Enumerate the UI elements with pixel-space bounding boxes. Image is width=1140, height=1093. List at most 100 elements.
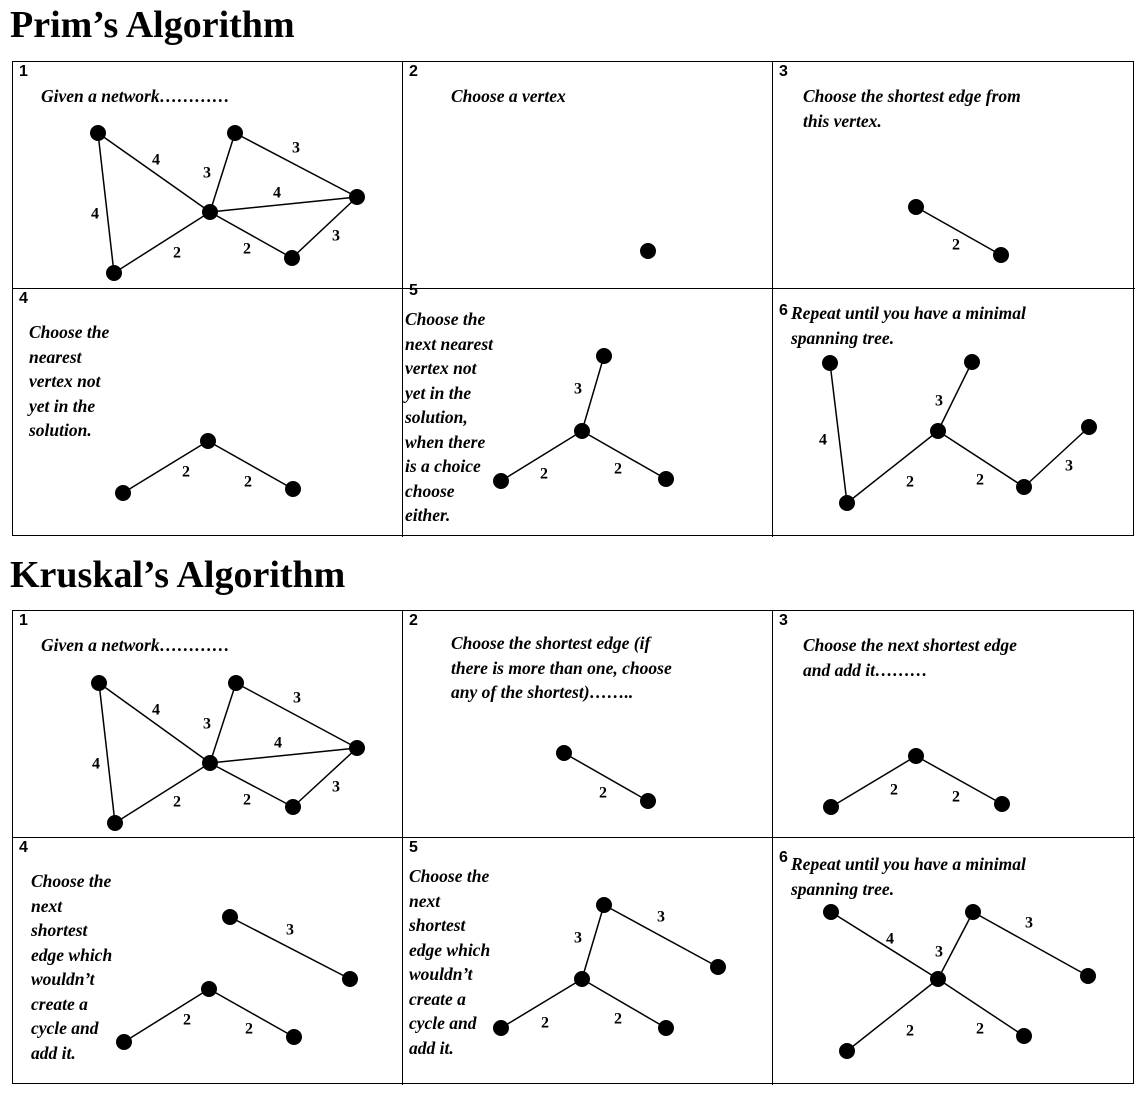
vertex-c xyxy=(556,745,572,761)
step-caption: Given a network………… xyxy=(41,84,230,109)
vertex-f xyxy=(1016,479,1032,495)
caption-line: solution. xyxy=(29,420,92,440)
edge-weight-label: 2 xyxy=(541,1015,549,1032)
edge-weight-label: 4 xyxy=(92,756,100,773)
step-number: 3 xyxy=(779,612,788,629)
vertex-e xyxy=(493,473,509,489)
step-caption: Choose the shortest edge (if there is mor… xyxy=(451,631,672,705)
caption-line: Choose the shortest edge from xyxy=(803,86,1021,106)
edge-a-c xyxy=(97,132,211,213)
edge-weight-label: 2 xyxy=(976,1021,984,1038)
vertex-c xyxy=(908,199,924,215)
edge-c-e xyxy=(500,430,583,482)
vertex-c xyxy=(930,423,946,439)
edge-c-f xyxy=(937,978,1025,1037)
edge-weight-label: 2 xyxy=(173,794,181,811)
edge-weight-label: 4 xyxy=(274,735,282,752)
edge-weight-label: 2 xyxy=(243,792,251,809)
edge-weight-label: 2 xyxy=(599,785,607,802)
vertex-f xyxy=(640,793,656,809)
caption-line: shortest xyxy=(409,915,466,935)
step-number: 6 xyxy=(779,302,788,319)
caption-line: next nearest xyxy=(405,333,493,354)
caption-line: is a choice xyxy=(405,456,481,476)
edge-b-d xyxy=(603,904,719,968)
vertex-e xyxy=(839,1043,855,1059)
vertex-e xyxy=(839,495,855,511)
vertex-c xyxy=(574,423,590,439)
edge-weight-label: 2 xyxy=(906,474,914,491)
vertex-d xyxy=(1081,419,1097,435)
caption-line: Choose the xyxy=(31,871,112,891)
vertex-e xyxy=(115,485,131,501)
edge-c-f xyxy=(581,978,667,1029)
caption-line: nearest xyxy=(29,346,82,367)
step-number: 4 xyxy=(19,839,28,856)
caption-line: yet in the xyxy=(29,395,96,416)
edge-c-f xyxy=(581,430,667,480)
edge-c-f xyxy=(207,440,294,490)
caption-line: next xyxy=(409,890,441,911)
caption-line: Choose the xyxy=(409,866,490,886)
edge-weight-label: 2 xyxy=(182,464,190,481)
caption-line: any of the shortest)…….. xyxy=(451,682,634,702)
edge-b-c xyxy=(937,911,974,980)
vertex-d xyxy=(710,959,726,975)
edge-weight-label: 2 xyxy=(952,237,960,254)
edge-a-c xyxy=(98,682,211,764)
edge-c-d xyxy=(209,196,358,213)
vertex-a xyxy=(91,675,107,691)
edge-c-f xyxy=(209,211,293,259)
edge-b-d xyxy=(972,911,1089,977)
kruskal-title: Kruskal’s Algorithm xyxy=(10,554,346,596)
vertex-b xyxy=(965,904,981,920)
caption-line: Given a network………… xyxy=(41,86,230,106)
caption-line: edge which xyxy=(31,944,113,965)
edge-weight-label: 2 xyxy=(890,782,898,799)
caption-line: there is more than one, choose xyxy=(451,657,672,678)
vertex-a xyxy=(822,355,838,371)
edge-c-e xyxy=(846,430,939,504)
caption-line: Choose the shortest edge (if xyxy=(451,633,651,653)
caption-line: Choose a vertex xyxy=(451,86,566,106)
step-number: 6 xyxy=(779,849,788,866)
edge-weight-label: 3 xyxy=(332,779,340,796)
edge-weight-label: 2 xyxy=(244,474,252,491)
edge-f-d xyxy=(1023,426,1090,488)
caption-line: wouldn’t xyxy=(31,969,95,989)
caption-line: Repeat until you have a minimal xyxy=(791,854,1026,874)
edge-weight-label: 4 xyxy=(91,206,99,223)
caption-line: next xyxy=(31,895,63,916)
network-graph: 322 xyxy=(116,909,358,1050)
edge-weight-label: 4 xyxy=(273,185,281,202)
vertex-c xyxy=(202,204,218,220)
vertex-f xyxy=(285,799,301,815)
caption-line: create a xyxy=(31,993,88,1014)
edge-weight-label: 2 xyxy=(243,241,251,258)
caption-line: either. xyxy=(405,505,451,525)
network-graph: 2 xyxy=(908,199,1009,263)
vertex-f xyxy=(286,1029,302,1045)
vertex-c xyxy=(200,433,216,449)
caption-line: choose xyxy=(405,480,455,501)
vertex-e xyxy=(493,1020,509,1036)
edge-c-e xyxy=(122,440,209,494)
step-number: 5 xyxy=(409,282,418,299)
edge-b-c xyxy=(581,355,605,432)
edge-weight-label: 3 xyxy=(293,690,301,707)
edge-weight-label: 3 xyxy=(574,930,582,947)
edge-a-e xyxy=(829,362,848,504)
edge-weight-label: 2 xyxy=(540,466,548,483)
edge-weight-label: 3 xyxy=(292,140,300,157)
caption-line: edge which xyxy=(409,939,491,960)
